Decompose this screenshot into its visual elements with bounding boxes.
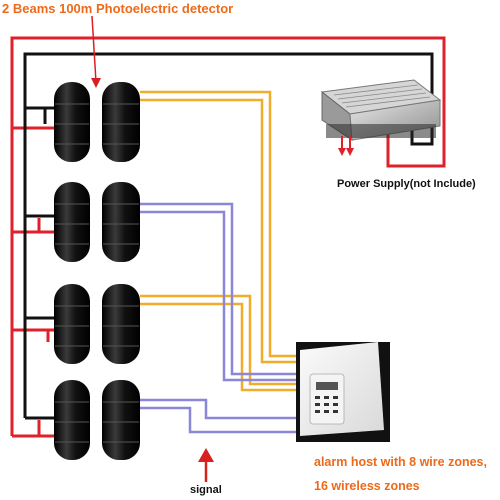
signal-wires-orange — [140, 90, 298, 392]
psu-terminal-arrows — [338, 136, 354, 156]
detector-transmitter — [54, 182, 90, 262]
detector-pair-1 — [54, 82, 140, 162]
power-bus — [10, 36, 446, 438]
detector-transmitter — [54, 380, 90, 460]
detector-receiver — [102, 284, 140, 364]
detector-transmitter — [54, 284, 90, 364]
alarm-host-label-line-2: 16 wireless zones — [314, 479, 420, 493]
power-supply-label: Power Supply(not Include) — [337, 178, 476, 190]
detector-receiver — [102, 182, 140, 262]
alarm-host-panel — [296, 342, 390, 442]
detector-receiver — [102, 380, 140, 460]
power-supply-unit — [320, 79, 442, 156]
signal-label: signal — [190, 484, 222, 496]
detector-receiver — [102, 82, 140, 162]
title-pointer-arrow — [91, 15, 101, 88]
detector-pair-2 — [54, 182, 140, 262]
detector-transmitter — [54, 82, 90, 162]
signal-wires-purple — [140, 202, 298, 434]
diagram-title: 2 Beams 100m Photoelectric detector — [2, 1, 234, 16]
alarm-host-label-line-1: alarm host with 8 wire zones, — [314, 455, 487, 469]
detector-pair-4 — [54, 380, 140, 460]
signal-arrow — [198, 448, 214, 482]
detector-pair-3 — [54, 284, 140, 364]
